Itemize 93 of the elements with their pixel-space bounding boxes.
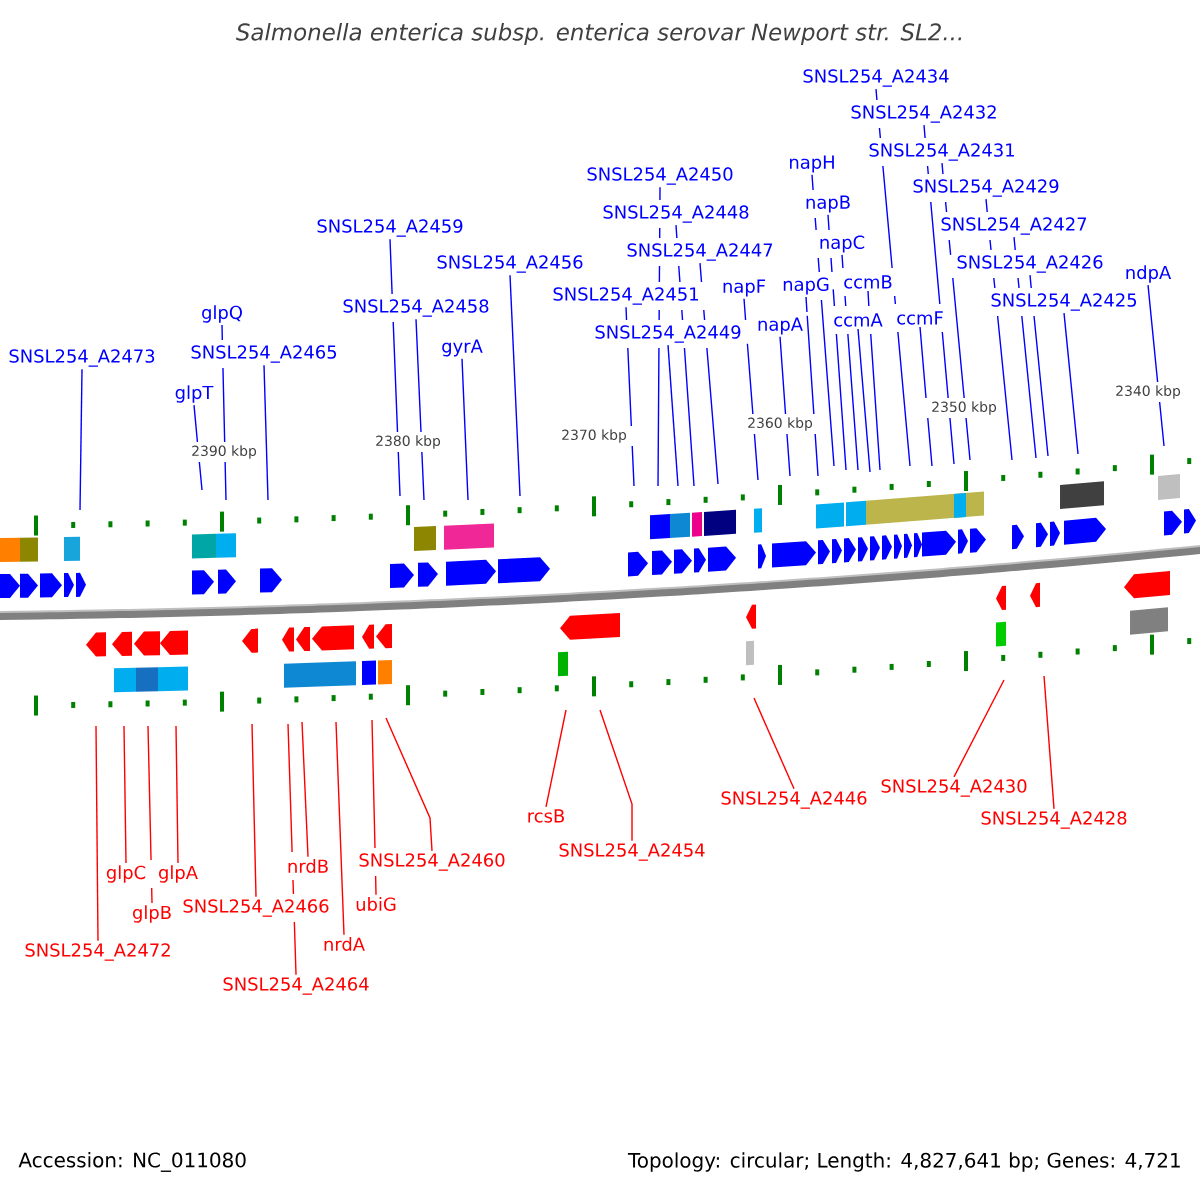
- gene-label: SNSL254_A2465: [191, 345, 337, 363]
- leader-line: [287, 723, 297, 976]
- genome-info-text: Topology: circular; Length: 4,827,641 bp; Genes: 4,721: [627, 1152, 1180, 1172]
- gene-label: napF: [723, 279, 765, 297]
- gene-label: napH: [790, 155, 834, 173]
- gene-label: SNSL254_A2447: [627, 243, 773, 261]
- leader-line: [699, 262, 719, 485]
- gene-label: SNSL254_A2431: [869, 143, 1014, 161]
- gene-label: SNSL254_A2451: [553, 287, 698, 305]
- leader-line: [1063, 312, 1079, 455]
- leader-line: [657, 186, 661, 487]
- gene-label: SNSL254_A2425: [991, 293, 1137, 311]
- gene-label: SNSL254_A2473: [9, 349, 155, 367]
- leader-line: [221, 324, 227, 501]
- leader-line: [509, 274, 521, 497]
- leader-line: [251, 723, 257, 898]
- leader-line: [599, 709, 633, 842]
- leader-line: [919, 326, 933, 467]
- leader-line: [385, 717, 433, 852]
- gene-label: SNSL254_A2430: [881, 779, 1027, 797]
- gene-label: SNSL254_A2459: [317, 219, 463, 237]
- leader-line: [301, 721, 309, 858]
- gene-label: glpC: [106, 865, 146, 883]
- gene-label: gyrA: [442, 339, 483, 357]
- gene-label: SNSL254_A2446: [721, 791, 867, 809]
- gene-label: ccmF: [897, 311, 943, 325]
- gene-label: SNSL254_A2458: [343, 299, 489, 317]
- gene-label: SNSL254_A2456: [437, 255, 583, 273]
- leader-line: [753, 697, 795, 790]
- leader-line: [335, 721, 345, 936]
- gene-label: ccmB: [844, 275, 892, 289]
- leader-line: [175, 725, 179, 864]
- leader-line: [841, 254, 859, 471]
- leader-line: [263, 364, 269, 501]
- leader-line: [371, 719, 377, 896]
- leader-line: [95, 725, 99, 942]
- gene-label: SNSL254_A2429: [913, 179, 1059, 197]
- title: Salmonella enterica subsp. enterica serovar Newport str. SL2...: [236, 22, 962, 46]
- gene-label: SNSL254_A2466: [183, 899, 329, 917]
- gene-label: glpT: [175, 385, 214, 403]
- gene-label: SNSL254_A2450: [587, 167, 733, 185]
- gene-label: glpQ: [202, 305, 242, 323]
- leader-line: [1147, 284, 1165, 447]
- gene-label: SNSL254_A2427: [941, 217, 1087, 235]
- gene-label: glpB: [133, 905, 171, 923]
- gene-label: SNSL254_A2448: [603, 205, 749, 223]
- leader-line: [1043, 675, 1055, 810]
- gene-label: glpA: [159, 865, 198, 883]
- accession-text: Accession: NC_011080: [18, 1152, 246, 1172]
- leader-line: [415, 318, 425, 501]
- leader-line: [857, 328, 871, 473]
- leader-line: [625, 306, 635, 487]
- gene-label: SNSL254_A2432: [851, 105, 996, 123]
- gene-label: SNSL254_A2472: [25, 943, 170, 961]
- gene-label: napG: [783, 277, 829, 295]
- gene-label: SNSL254_A2449: [595, 325, 741, 343]
- gene-label: SNSL254_A2428: [981, 811, 1127, 829]
- leader-line: [743, 298, 759, 481]
- gene-label: napC: [820, 235, 865, 253]
- gene-label: SNSL254_A2434: [803, 69, 949, 87]
- gene-label: SNSL254_A2460: [359, 853, 505, 871]
- leader-line: [667, 344, 679, 487]
- leader-line: [123, 725, 127, 864]
- leader-line: [79, 368, 83, 511]
- leader-line: [827, 214, 847, 471]
- leader-line: [675, 224, 695, 487]
- leader-line: [147, 725, 153, 904]
- gene-label: ubiG: [356, 897, 396, 911]
- leader-line: [867, 290, 881, 471]
- gene-label: SNSL254_A2454: [559, 843, 705, 861]
- leader-line: [875, 88, 911, 467]
- gene-label: napA: [758, 317, 803, 335]
- leader-line: [779, 336, 791, 477]
- gene-label: ndpA: [1126, 265, 1172, 283]
- leader-line: [941, 162, 971, 461]
- gene-label: SNSL254_A2426: [957, 255, 1103, 273]
- leader-line: [545, 709, 567, 808]
- gene-label: rcsB: [528, 809, 564, 823]
- leader-line: [389, 238, 401, 497]
- leader-line: [811, 174, 835, 467]
- gene-label: napB: [806, 195, 850, 213]
- leader-line: [1029, 274, 1049, 457]
- leader-line: [985, 198, 1013, 461]
- gene-label: SNSL254_A2464: [223, 977, 369, 995]
- leader-line: [923, 124, 955, 465]
- gene-label: ccmA: [834, 313, 883, 327]
- leader-line: [805, 296, 819, 477]
- leader-line: [193, 404, 203, 491]
- gene-label: nrdB: [288, 859, 328, 873]
- gene-label: nrdA: [324, 937, 365, 951]
- leader-line: [1013, 236, 1037, 459]
- leader-line: [953, 679, 1005, 778]
- leader-line: [461, 358, 469, 501]
